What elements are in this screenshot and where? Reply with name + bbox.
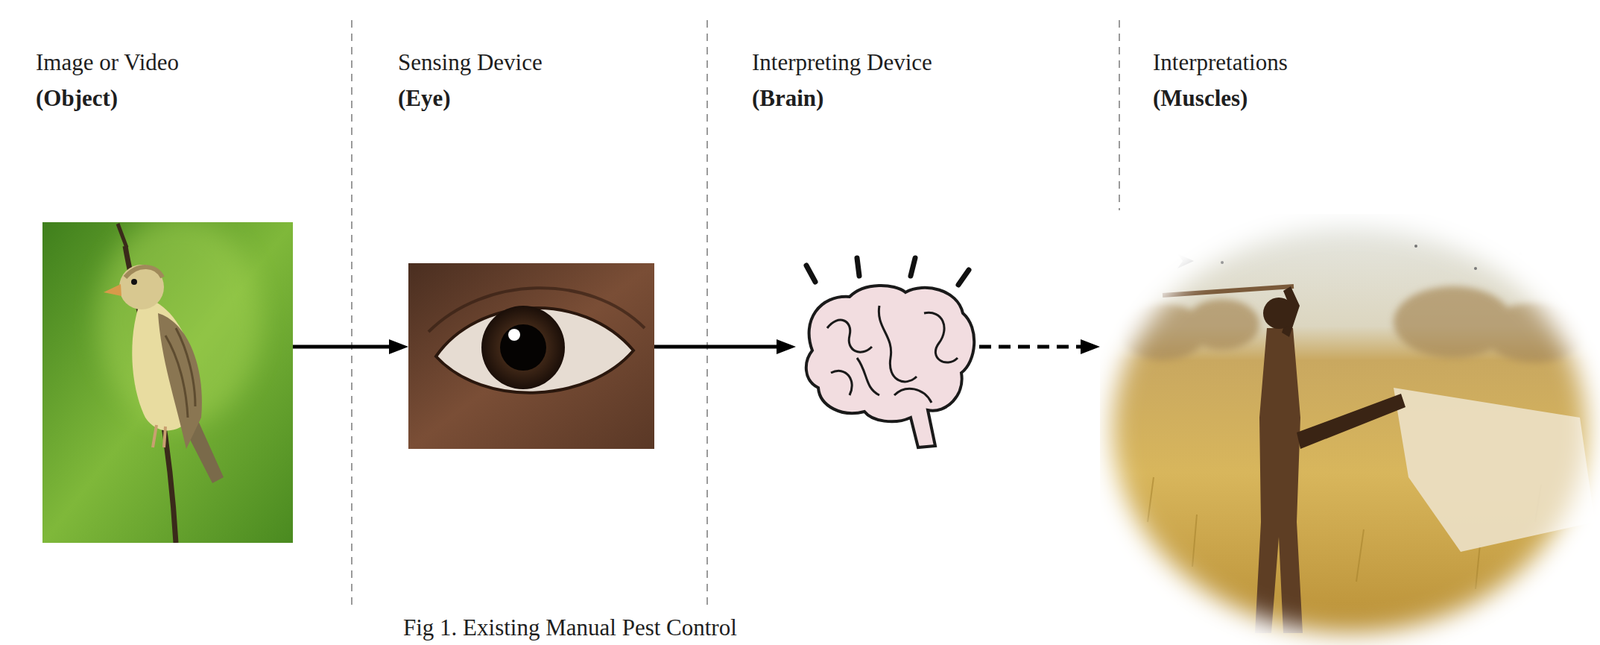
pupil (500, 324, 547, 371)
column-subheading: (Muscles) (1152, 80, 1288, 117)
bird-flock (1220, 244, 1522, 270)
column-header: Sensing Device(Eye) (397, 44, 543, 117)
column-heading: Interpretations (1152, 44, 1288, 81)
photo-ground (1099, 213, 1600, 645)
image-panel: Sensing Device(Eye) (408, 263, 655, 449)
bird-beak (103, 283, 122, 296)
eye-highlight (508, 328, 521, 341)
person-body (1254, 327, 1303, 633)
idea-rays (806, 257, 969, 285)
flow-arrow (292, 345, 398, 349)
flow-arrow (654, 345, 786, 349)
column-subheading: (Object) (35, 80, 179, 117)
twig (117, 223, 127, 248)
separator-line (706, 20, 708, 606)
outstretched-arm (1296, 393, 1406, 449)
figure-caption: Fig 1. Existing Manual Pest Control (403, 614, 738, 641)
bird-eye (131, 278, 138, 285)
bird-head (119, 264, 164, 310)
separator-line (351, 20, 353, 606)
column-header: Interpretations(Muscles) (1152, 44, 1288, 117)
column-heading: Interpreting Device (751, 44, 933, 81)
wing-streak (165, 327, 196, 418)
flying-bird (1177, 253, 1194, 269)
brain-icon (806, 257, 975, 448)
column-subheading: (Eye) (397, 80, 543, 117)
crown-stripe (125, 266, 163, 278)
iris (481, 305, 565, 390)
photo-ground (408, 263, 655, 449)
brain-folds (827, 305, 958, 403)
waving-cloth (1393, 387, 1595, 552)
flow-arrow (979, 345, 1090, 349)
distant-trees (1117, 286, 1588, 363)
separator-lines (351, 20, 1120, 606)
column-subheading: (Brain) (751, 80, 933, 117)
image-panel: Interpreting Device(Brain) (795, 254, 980, 449)
column-heading: Sensing Device (397, 44, 543, 81)
column-header: Image or Video(Object) (35, 44, 179, 117)
eye-photo (408, 263, 655, 449)
separator-line (1118, 20, 1121, 211)
brain-outline (806, 285, 975, 448)
image-panel: Interpretations(Muscles) (1099, 213, 1600, 645)
image-panel: Image or Video(Object) (42, 222, 293, 543)
person-head (1263, 297, 1295, 329)
bird-photo (42, 222, 293, 543)
column-heading: Image or Video (35, 44, 179, 81)
stick (1162, 286, 1294, 296)
column-header: Interpreting Device(Brain) (751, 44, 933, 117)
field-photo (1099, 213, 1600, 645)
bird-feet (152, 424, 166, 448)
